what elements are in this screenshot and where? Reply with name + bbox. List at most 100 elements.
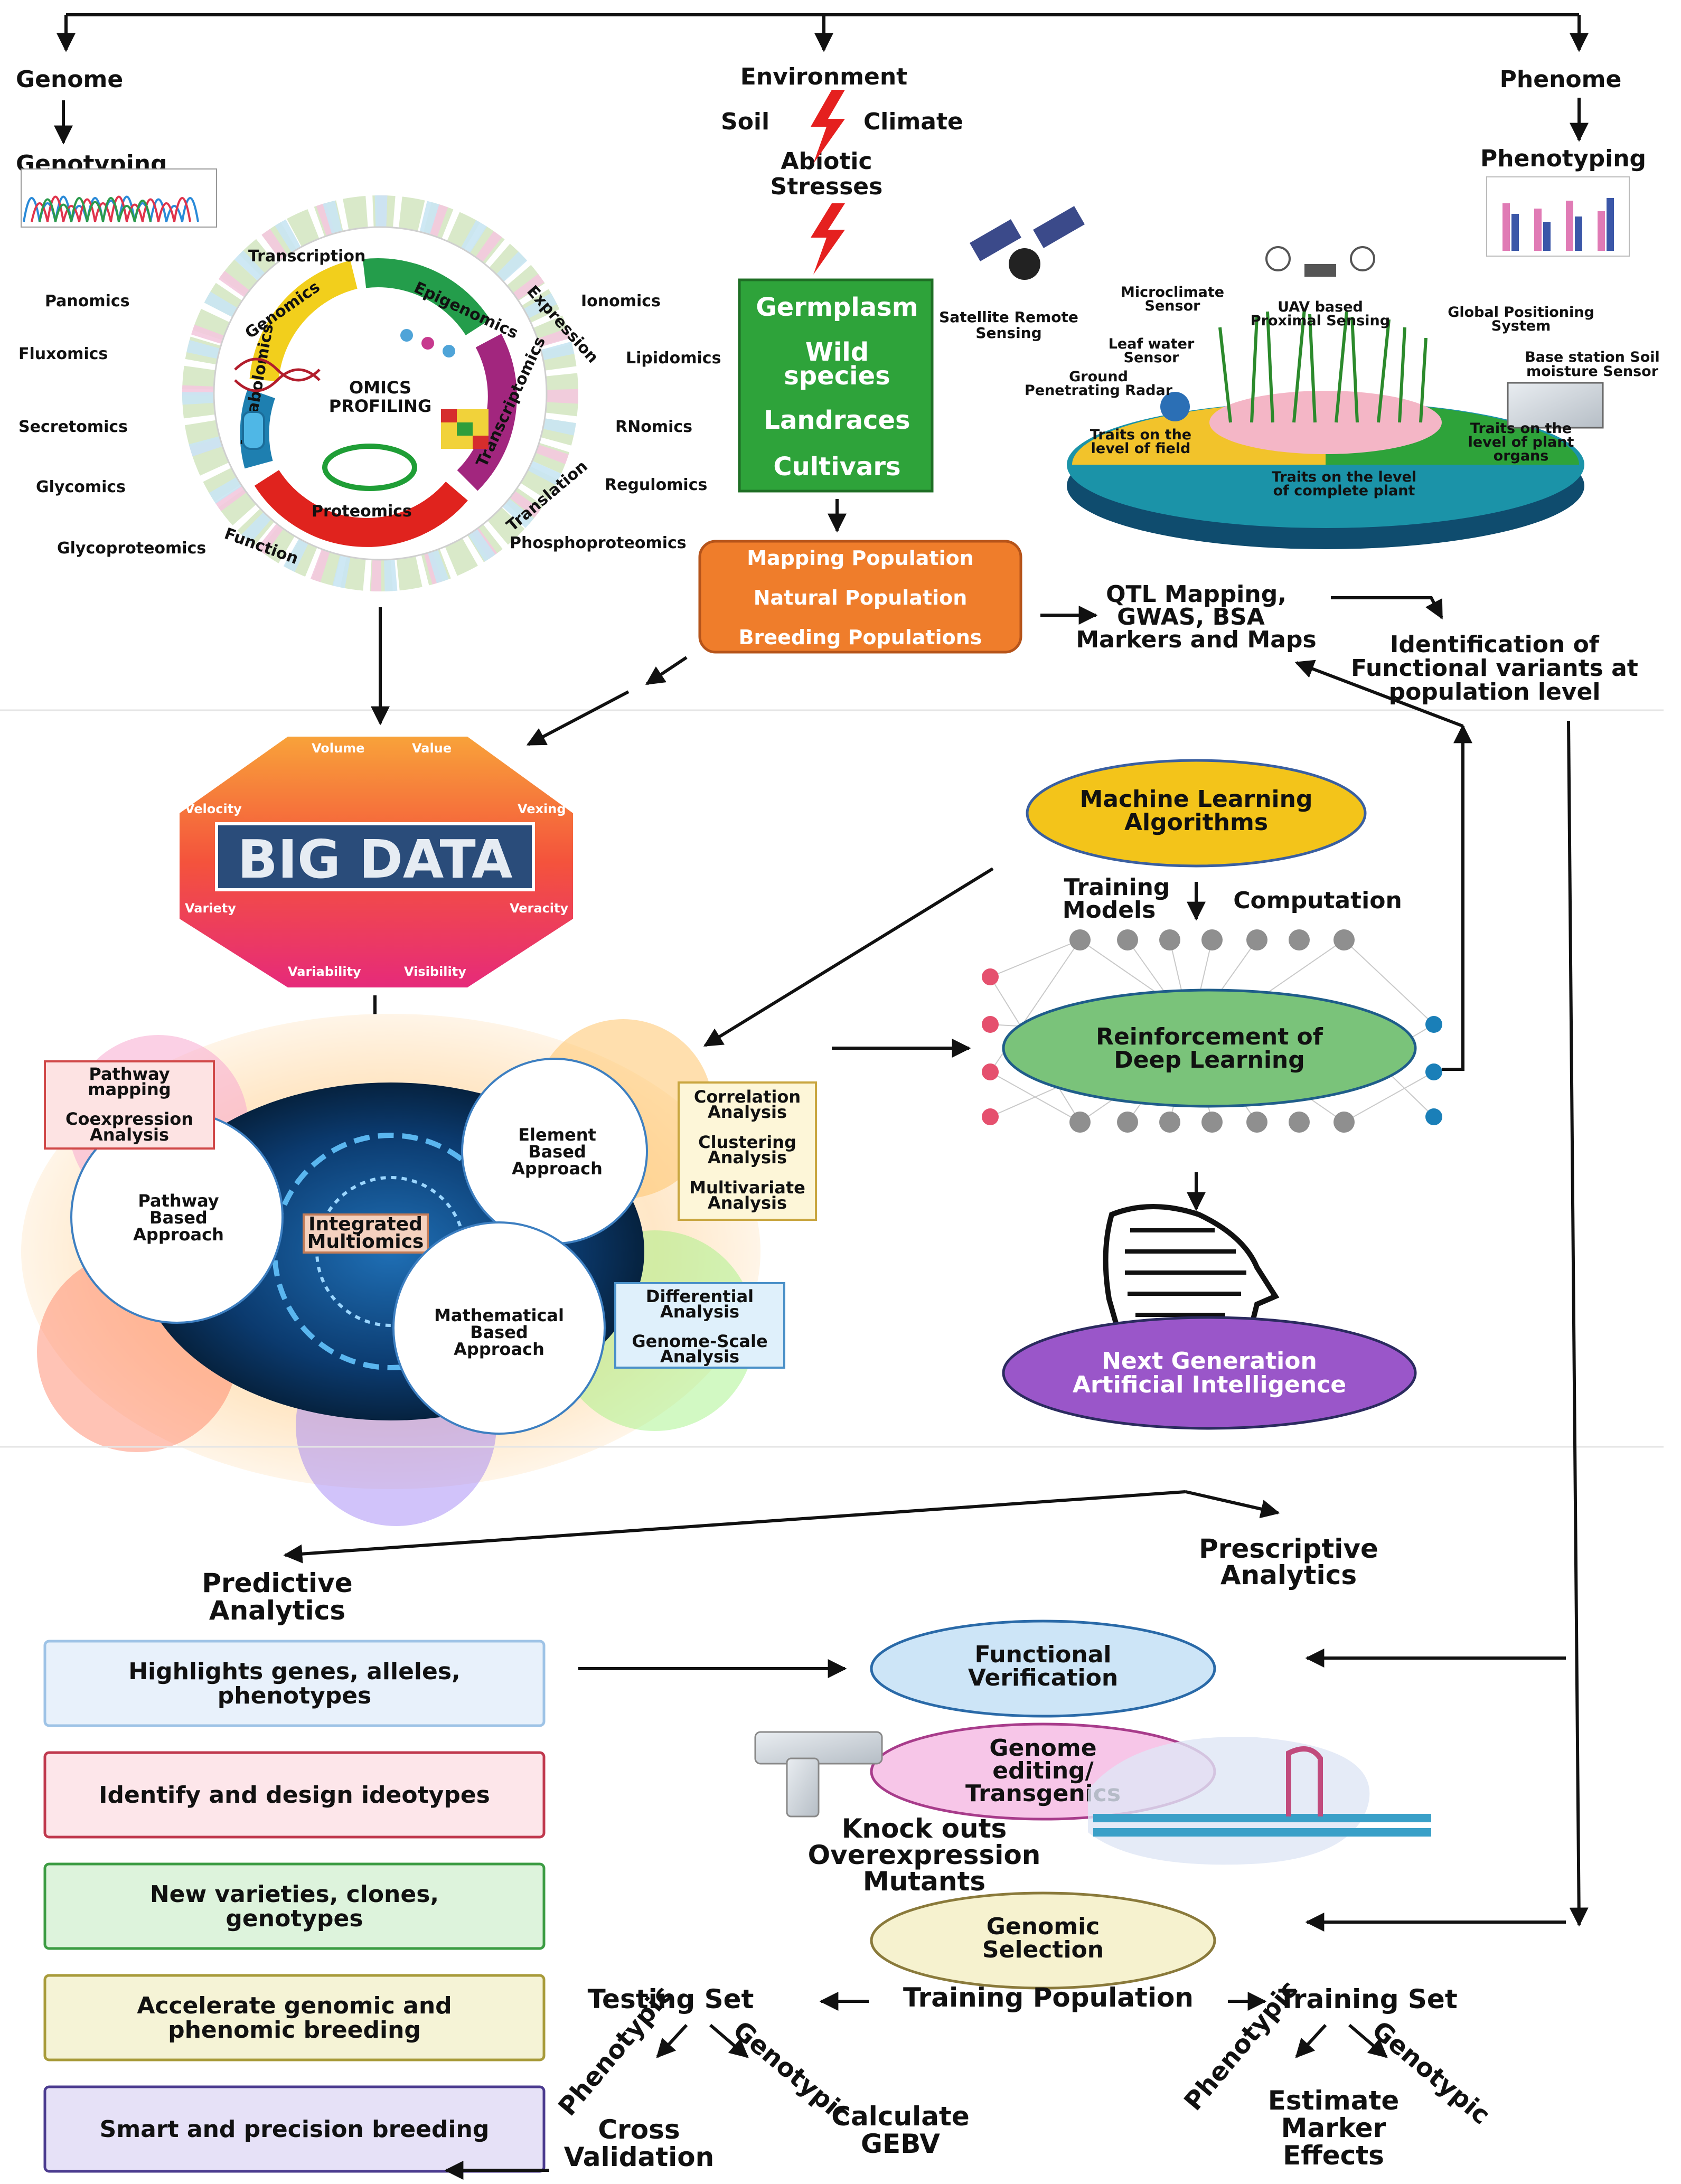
regulomics-label: Regulomics	[605, 476, 707, 494]
radar-2: Penetrating Radar	[1025, 382, 1173, 399]
genomic-selection-1: Genomic	[987, 1913, 1100, 1940]
prescriptive-1: Prescriptive	[1199, 1533, 1378, 1564]
genomic-selection-2: Selection	[982, 1936, 1104, 1963]
predictive-box-text: genotypes	[226, 1905, 363, 1932]
predictive-box-text: Highlights genes, alleles,	[128, 1658, 461, 1685]
functional-verification-ellipse: Functional Verification	[870, 1620, 1216, 1718]
heatmap-icon	[441, 409, 489, 449]
platform-labels: Microclimate Sensor UAV based Proximal S…	[1025, 284, 1660, 499]
gene-gun-icon	[754, 1731, 883, 1818]
diff-4: Analysis	[660, 1347, 739, 1367]
flask-icon	[242, 411, 265, 450]
pathway-1: Pathway	[138, 1191, 219, 1211]
abiotic-label-2: Stresses	[771, 173, 883, 200]
cross-validation-1: Cross	[598, 2114, 680, 2145]
top-connector	[54, 13, 1589, 145]
ml-title-2: Algorithms	[1124, 809, 1268, 836]
breeding-populations-label: Breeding Populations	[739, 626, 982, 649]
corr-5: Multivariate	[689, 1178, 805, 1198]
satellite-icon	[970, 206, 1085, 280]
rnomics-label: RNomics	[615, 418, 692, 436]
predictive-box-text: Accelerate genomic and	[137, 1992, 452, 2019]
leaf-water-2: Sensor	[1124, 350, 1180, 366]
predictive-2: Analytics	[209, 1595, 345, 1626]
pm-1: Pathway	[89, 1064, 170, 1084]
marker-effects-2: Marker	[1281, 2113, 1386, 2143]
predictive-box-frame	[43, 1862, 546, 1950]
genomic-selection-ellipse: Genomic Selection	[870, 1891, 1216, 1990]
diff-3: Genome-Scale	[632, 1331, 767, 1351]
cross-validation-2: Validation	[564, 2142, 715, 2172]
transcription-label: Transcription	[248, 247, 365, 266]
predictive-box: New varieties, clones,genotypes	[43, 1862, 546, 1950]
ai-head-icon	[1103, 1204, 1280, 1339]
v-velocity: Velocity	[185, 802, 242, 816]
reinforcement-1: Reinforcement of	[1096, 1023, 1323, 1050]
training-population-label: Training Population	[903, 1982, 1194, 2013]
math-1: Mathematical	[434, 1305, 564, 1325]
phenotyping-platform	[1067, 246, 1604, 549]
corr-4: Analysis	[708, 1147, 787, 1168]
bar-chart-icon	[1486, 176, 1630, 257]
microclimate-1: Microclimate	[1121, 284, 1224, 300]
training-models-2: Models	[1063, 897, 1156, 924]
abiotic-label-1: Abiotic	[781, 148, 872, 175]
diff-1: Differential	[646, 1286, 754, 1306]
field-traits-2: level of field	[1091, 440, 1191, 457]
pm-4: Analysis	[90, 1125, 169, 1145]
germplasm-label: Germplasm	[756, 293, 918, 322]
identification-label-group: Identification of Functional variants at…	[1351, 631, 1638, 705]
v-variety: Variety	[185, 901, 236, 916]
corr-6: Analysis	[708, 1193, 787, 1213]
soil-label: Soil	[721, 108, 769, 135]
testing-set-label: Testing Set	[588, 1984, 754, 2014]
next-gen-1: Next Generation	[1102, 1348, 1317, 1375]
omics-center-1: OMICS	[349, 378, 411, 398]
v-variability: Variability	[288, 964, 361, 979]
qtl-2: GWAS, BSA	[1117, 604, 1265, 630]
identification-1: Identification of	[1390, 631, 1600, 658]
lightning-icon	[811, 90, 845, 164]
reinforcement-2: Deep Learning	[1114, 1047, 1305, 1074]
qtl-label-group: QTL Mapping, GWAS, BSA Markers and Maps	[1076, 581, 1316, 653]
neural-network: Reinforcement of Deep Learning	[982, 929, 1442, 1133]
gebv-2: GEBV	[861, 2129, 940, 2159]
uav-1: UAV based	[1278, 299, 1363, 315]
panomics-label: Panomics	[45, 292, 130, 310]
gps-2: System	[1491, 318, 1551, 334]
predictive-box-text: phenomic breeding	[168, 2017, 421, 2044]
wild-label: Wild	[805, 337, 869, 367]
predictive-box: Identify and design ideotypes	[43, 1751, 546, 1839]
predictive-box: Highlights genes, alleles,phenotypes	[43, 1640, 546, 1727]
v-value: Value	[412, 741, 452, 756]
functional-2: Verification	[968, 1664, 1118, 1691]
pathway-mapping-box: Pathway mapping Coexpression Analysis	[44, 1060, 215, 1150]
cultivars-label: Cultivars	[773, 452, 900, 482]
computation-label: Computation	[1233, 887, 1402, 914]
field-traits-1: Traits on the	[1090, 427, 1191, 443]
element-2: Based	[528, 1142, 586, 1162]
knock-3: Mutants	[863, 1866, 985, 1897]
pathway-2: Based	[149, 1208, 208, 1228]
knock-2: Overexpression	[808, 1840, 1041, 1870]
germplasm-box: Germplasm Wild species Landraces Cultiva…	[738, 278, 934, 493]
population-box: Mapping Population Natural Population Br…	[698, 540, 1022, 654]
corr-2: Analysis	[708, 1102, 787, 1122]
drone-icon	[1265, 246, 1375, 277]
genome-editing-1: Genome	[989, 1735, 1096, 1762]
omics-wheel: OMICS PROFILING Genomics Epigenomics Tra…	[182, 195, 602, 591]
satellite-label-2: Sensing	[975, 324, 1041, 342]
math-3: Approach	[454, 1339, 544, 1359]
glycomics-label: Glycomics	[36, 478, 126, 496]
pm-3: Coexpression	[65, 1109, 193, 1129]
training-set-label: Training Set	[1278, 1984, 1458, 2014]
identification-3: population level	[1389, 679, 1601, 705]
element-3: Approach	[512, 1159, 603, 1179]
gps-1: Global Positioning	[1448, 304, 1594, 321]
dna-icon	[234, 357, 321, 392]
climate-label: Climate	[863, 108, 963, 135]
omics-outer-labels: Panomics Fluxomics Secretomics Glycomics…	[18, 292, 721, 558]
predictive-box-text: Identify and design ideotypes	[99, 1782, 490, 1809]
organ-traits-3: organs	[1494, 448, 1549, 464]
secretomics-label: Secretomics	[18, 418, 128, 436]
